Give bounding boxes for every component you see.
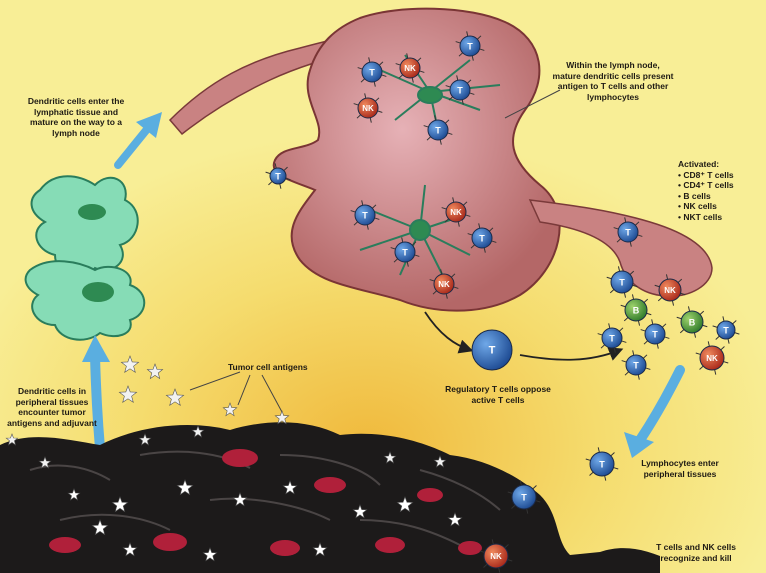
nk-cell-letter: NK (664, 286, 676, 295)
nk-cell-letter: NK (706, 354, 718, 363)
label-tumor-antigens: Tumor cell antigens (228, 362, 348, 373)
activated-item: NKT cells (678, 212, 734, 223)
t-cell-letter: T (435, 126, 441, 136)
t-cell-letter: T (625, 228, 631, 238)
regulatory-t-cell: T (472, 330, 512, 370)
t-cell-letter: T (467, 42, 473, 52)
treg-cell-letter: T (489, 345, 496, 357)
t-cell-letter: T (275, 172, 281, 182)
nk-cell-letter: NK (450, 208, 462, 217)
t-cell-letter: T (402, 248, 408, 258)
label-dc-enter: Dendritic cells enter the lymphatic tiss… (20, 96, 132, 138)
label-t-nk-kill: T cells and NK cells recognize and kill (640, 542, 752, 563)
activated-item: NK cells (678, 201, 734, 212)
label-dc-peripheral: Dendritic cells in peripheral tissues en… (2, 386, 102, 428)
b-cell-letter: B (633, 306, 640, 316)
b-cell-letter: B (689, 318, 696, 328)
label-lymph-node: Within the lymph node, mature dendritic … (552, 60, 674, 102)
activated-item: B cells (678, 191, 734, 202)
label-lymphocytes-enter: Lymphocytes enter peripheral tissues (630, 458, 730, 479)
activated-item: CD4⁺ T cells (678, 180, 734, 191)
nk-cell-letter: NK (490, 552, 502, 561)
t-cell-letter: T (652, 330, 658, 340)
t-cell-letter: T (633, 361, 639, 371)
t-cell-letter: T (457, 86, 463, 96)
t-cell-letter: T (369, 68, 375, 78)
t-cell-letter: T (599, 460, 605, 470)
t-cell-letter: T (362, 211, 368, 221)
activated-list: Activated: CD8⁺ T cells CD4⁺ T cells B c… (678, 159, 734, 222)
activated-item: CD8⁺ T cells (678, 170, 734, 181)
nk-cell-letter: NK (438, 280, 450, 289)
t-cell-letter: T (723, 326, 729, 336)
nk-cell-letter: NK (404, 64, 416, 73)
t-cell-letter: T (609, 334, 615, 344)
t-cell-letter: T (521, 493, 527, 503)
activated-title: Activated: (678, 159, 734, 170)
t-cell-letter: T (619, 278, 625, 288)
t-cell-letter: T (479, 234, 485, 244)
lymph-node (274, 9, 560, 311)
nk-cell-letter: NK (362, 104, 374, 113)
label-treg: Regulatory T cells oppose active T cells (438, 384, 558, 405)
